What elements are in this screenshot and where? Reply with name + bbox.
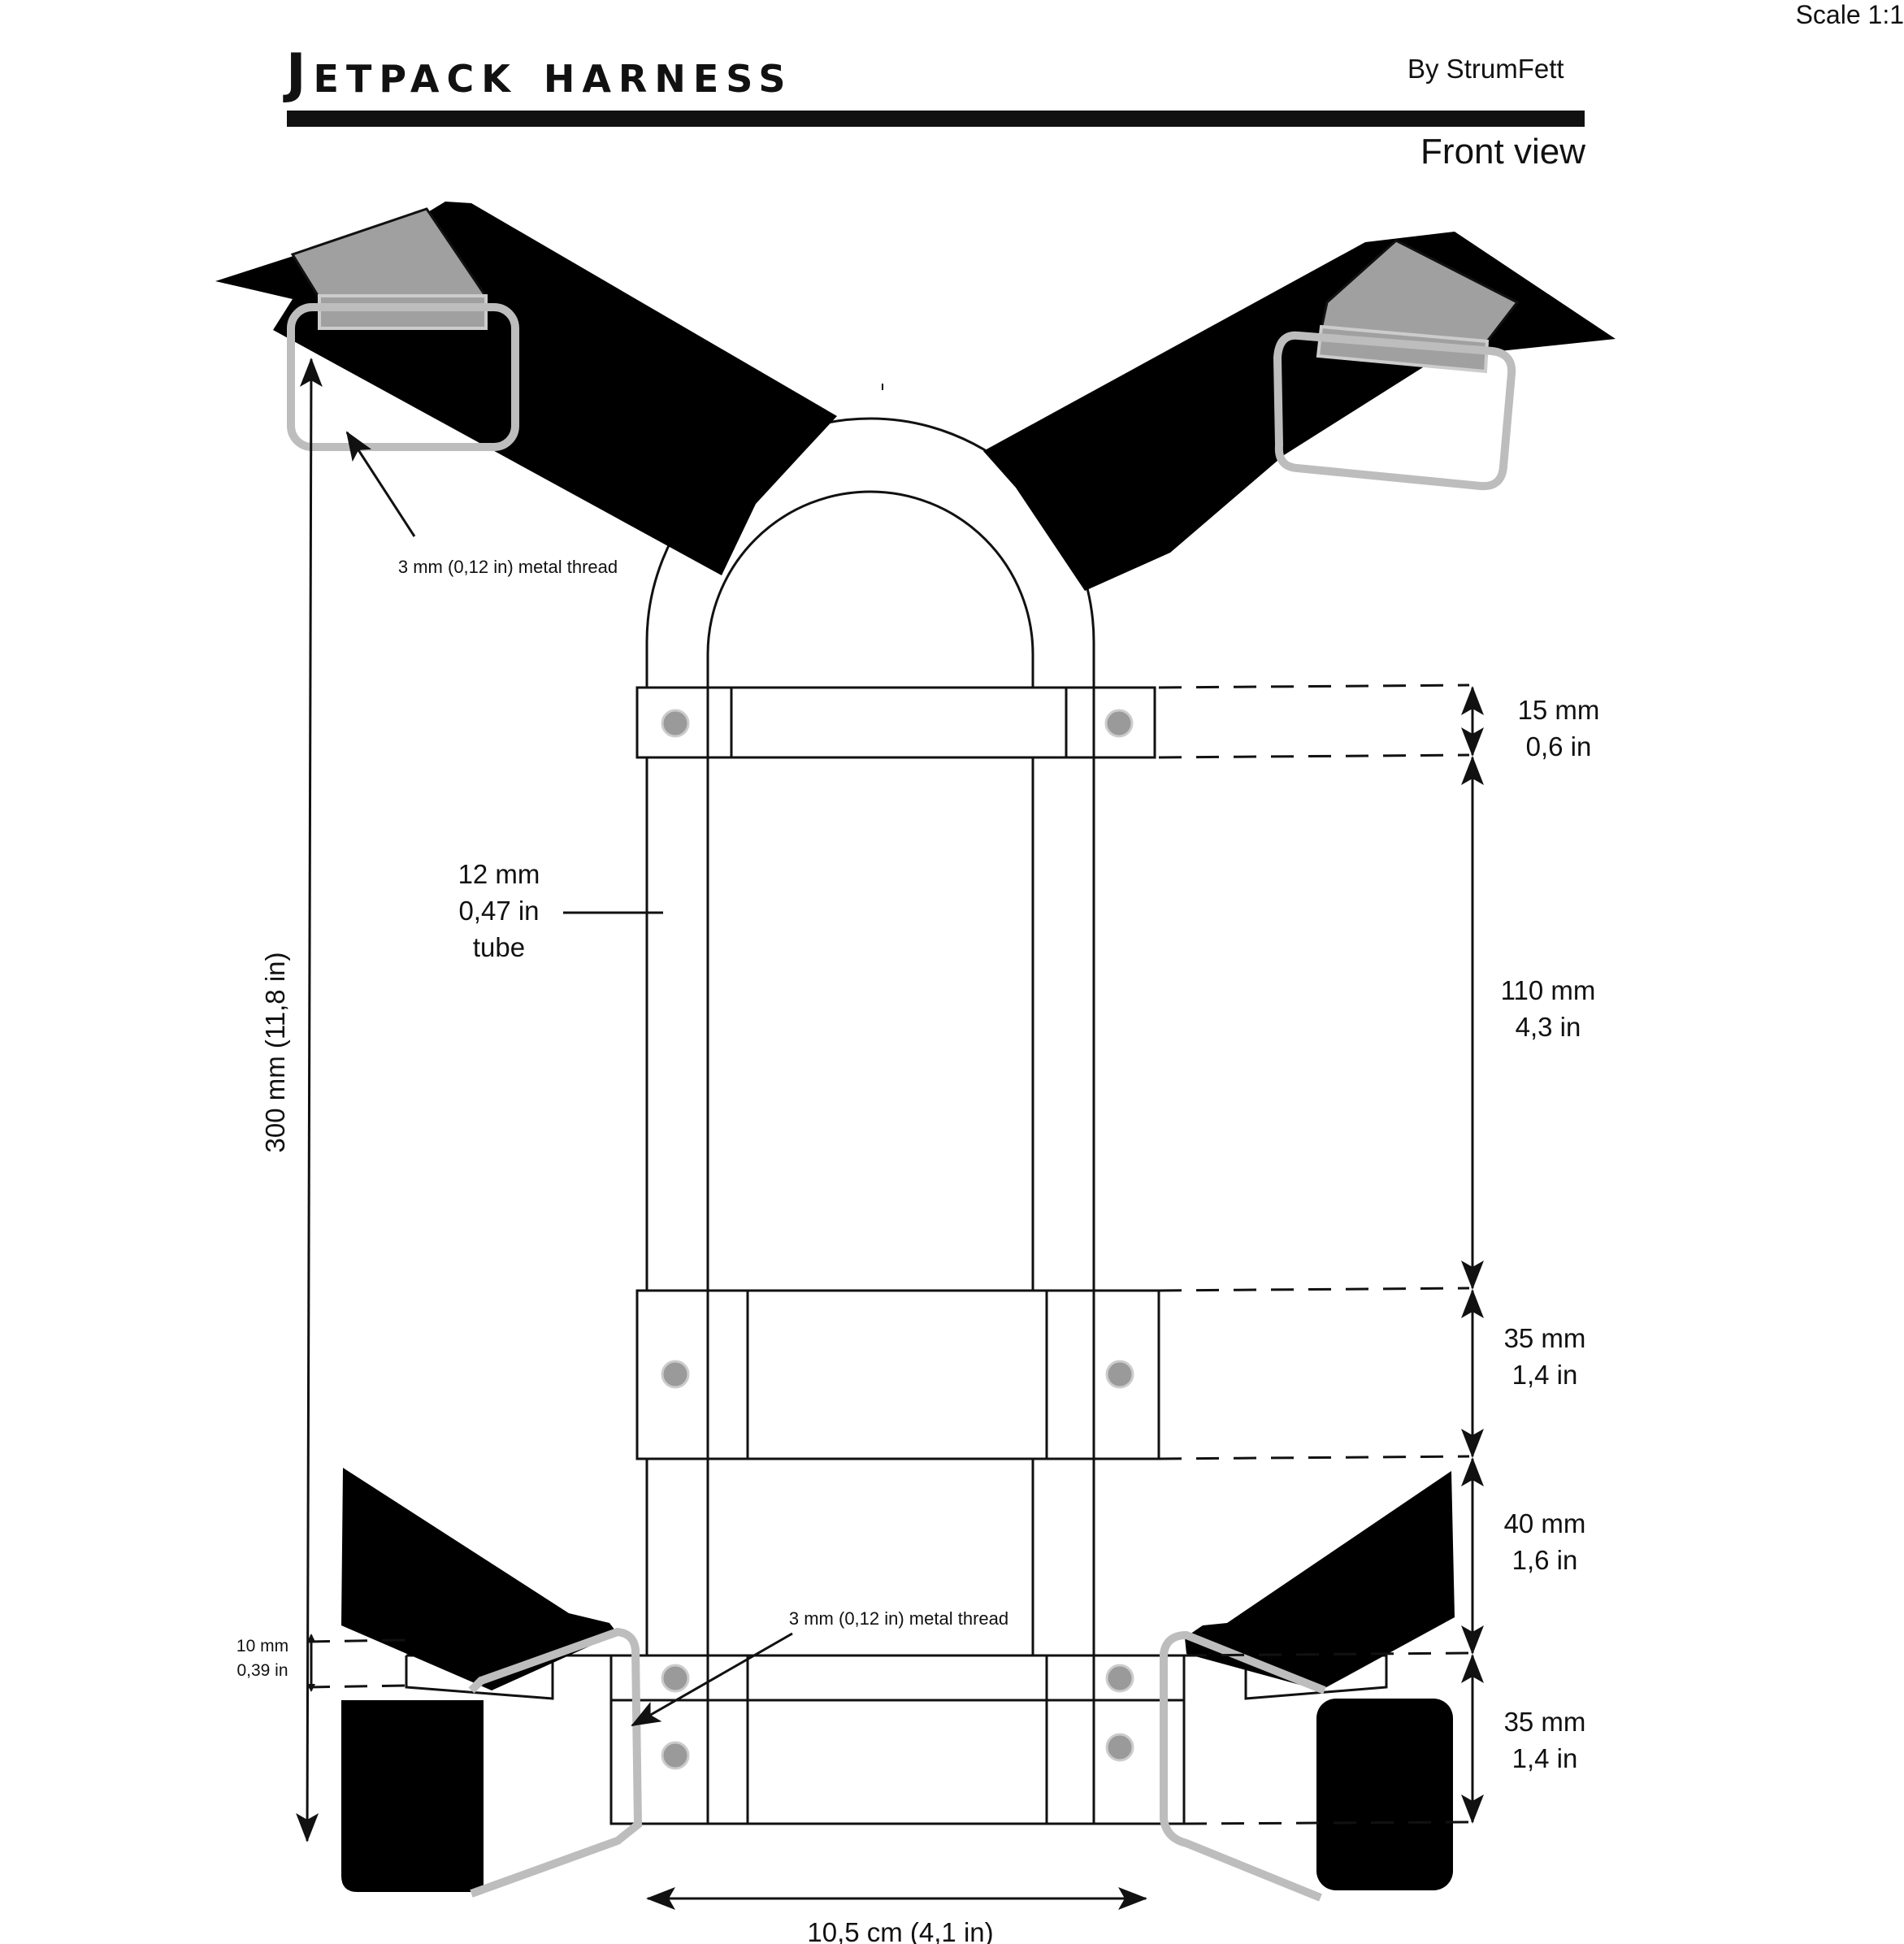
dim-15mm-label: 15 mm	[1518, 695, 1600, 725]
view-label: Front view	[1420, 132, 1585, 171]
dimension-labels: 15 mm 0,6 in 110 mm 4,3 in 35 mm 1,4 in …	[236, 557, 1600, 1944]
right-hip-strap	[1160, 1471, 1455, 1902]
title-rule	[287, 111, 1585, 127]
tube-inner	[706, 490, 1034, 1822]
rivet	[1105, 1733, 1134, 1762]
middle-bracket	[635, 1289, 1160, 1460]
tube-frame	[645, 384, 1095, 1822]
thread-leader-bottom	[631, 1632, 793, 1727]
rivet	[661, 1741, 690, 1770]
scale-label: Scale 1:1	[1795, 0, 1904, 29]
right-d-ring	[1273, 331, 1516, 491]
lower-bracket	[405, 1654, 1388, 1825]
left-hip-ring	[468, 1627, 643, 1898]
dim-35mm-label: 35 mm	[1504, 1323, 1586, 1353]
rivet	[661, 1360, 690, 1389]
dim-110mm-label-in: 4,3 in	[1516, 1012, 1581, 1042]
right-shoulder-strap	[983, 232, 1616, 591]
rivet	[1105, 1360, 1134, 1389]
thread-leader-top	[345, 431, 416, 537]
rivet	[1105, 1664, 1134, 1693]
dim-35mm-lower-label-in: 1,4 in	[1512, 1743, 1578, 1773]
left-d-ring	[287, 303, 519, 451]
right-hip-pad	[1316, 1699, 1453, 1890]
small-gap-label-in: 0,39 in	[236, 1661, 288, 1680]
tube-label-mm: 12 mm	[458, 859, 540, 889]
dim-110mm-label: 110 mm	[1501, 975, 1596, 1005]
author-credit: By StrumFett	[1407, 54, 1564, 84]
small-gap-label-mm: 10 mm	[236, 1637, 288, 1655]
dim-35mm-label-in: 1,4 in	[1512, 1360, 1578, 1390]
tube-label-in: 0,47 in	[458, 896, 539, 926]
dim-40mm-label: 40 mm	[1504, 1508, 1586, 1538]
drawing-title: Jetpack harness	[286, 42, 793, 105]
width-label: 10,5 cm (4,1 in)	[807, 1917, 993, 1944]
dim-300mm-arrow	[296, 358, 323, 1842]
height-label: 300 mm (11,8 in)	[260, 952, 290, 1153]
upper-bracket	[635, 686, 1156, 759]
dim-40mm-label-in: 1,6 in	[1512, 1545, 1578, 1575]
thread-label-top: 3 mm (0,12 in) metal thread	[398, 557, 618, 577]
rivet	[661, 709, 690, 738]
dim-35mm-lower-label: 35 mm	[1504, 1707, 1586, 1737]
left-hip-strap	[341, 1468, 643, 1898]
tube-label-word: tube	[473, 932, 525, 962]
dim-15mm-label-in: 0,6 in	[1526, 731, 1592, 762]
right-hip-ring	[1160, 1630, 1326, 1902]
rivet	[1104, 709, 1134, 738]
left-hip-pad	[343, 1700, 478, 1892]
dimension-lines	[296, 358, 1484, 1910]
thread-label-bottom: 3 mm (0,12 in) metal thread	[789, 1608, 1008, 1629]
rivet	[661, 1664, 690, 1693]
left-shoulder-strap	[215, 202, 837, 575]
